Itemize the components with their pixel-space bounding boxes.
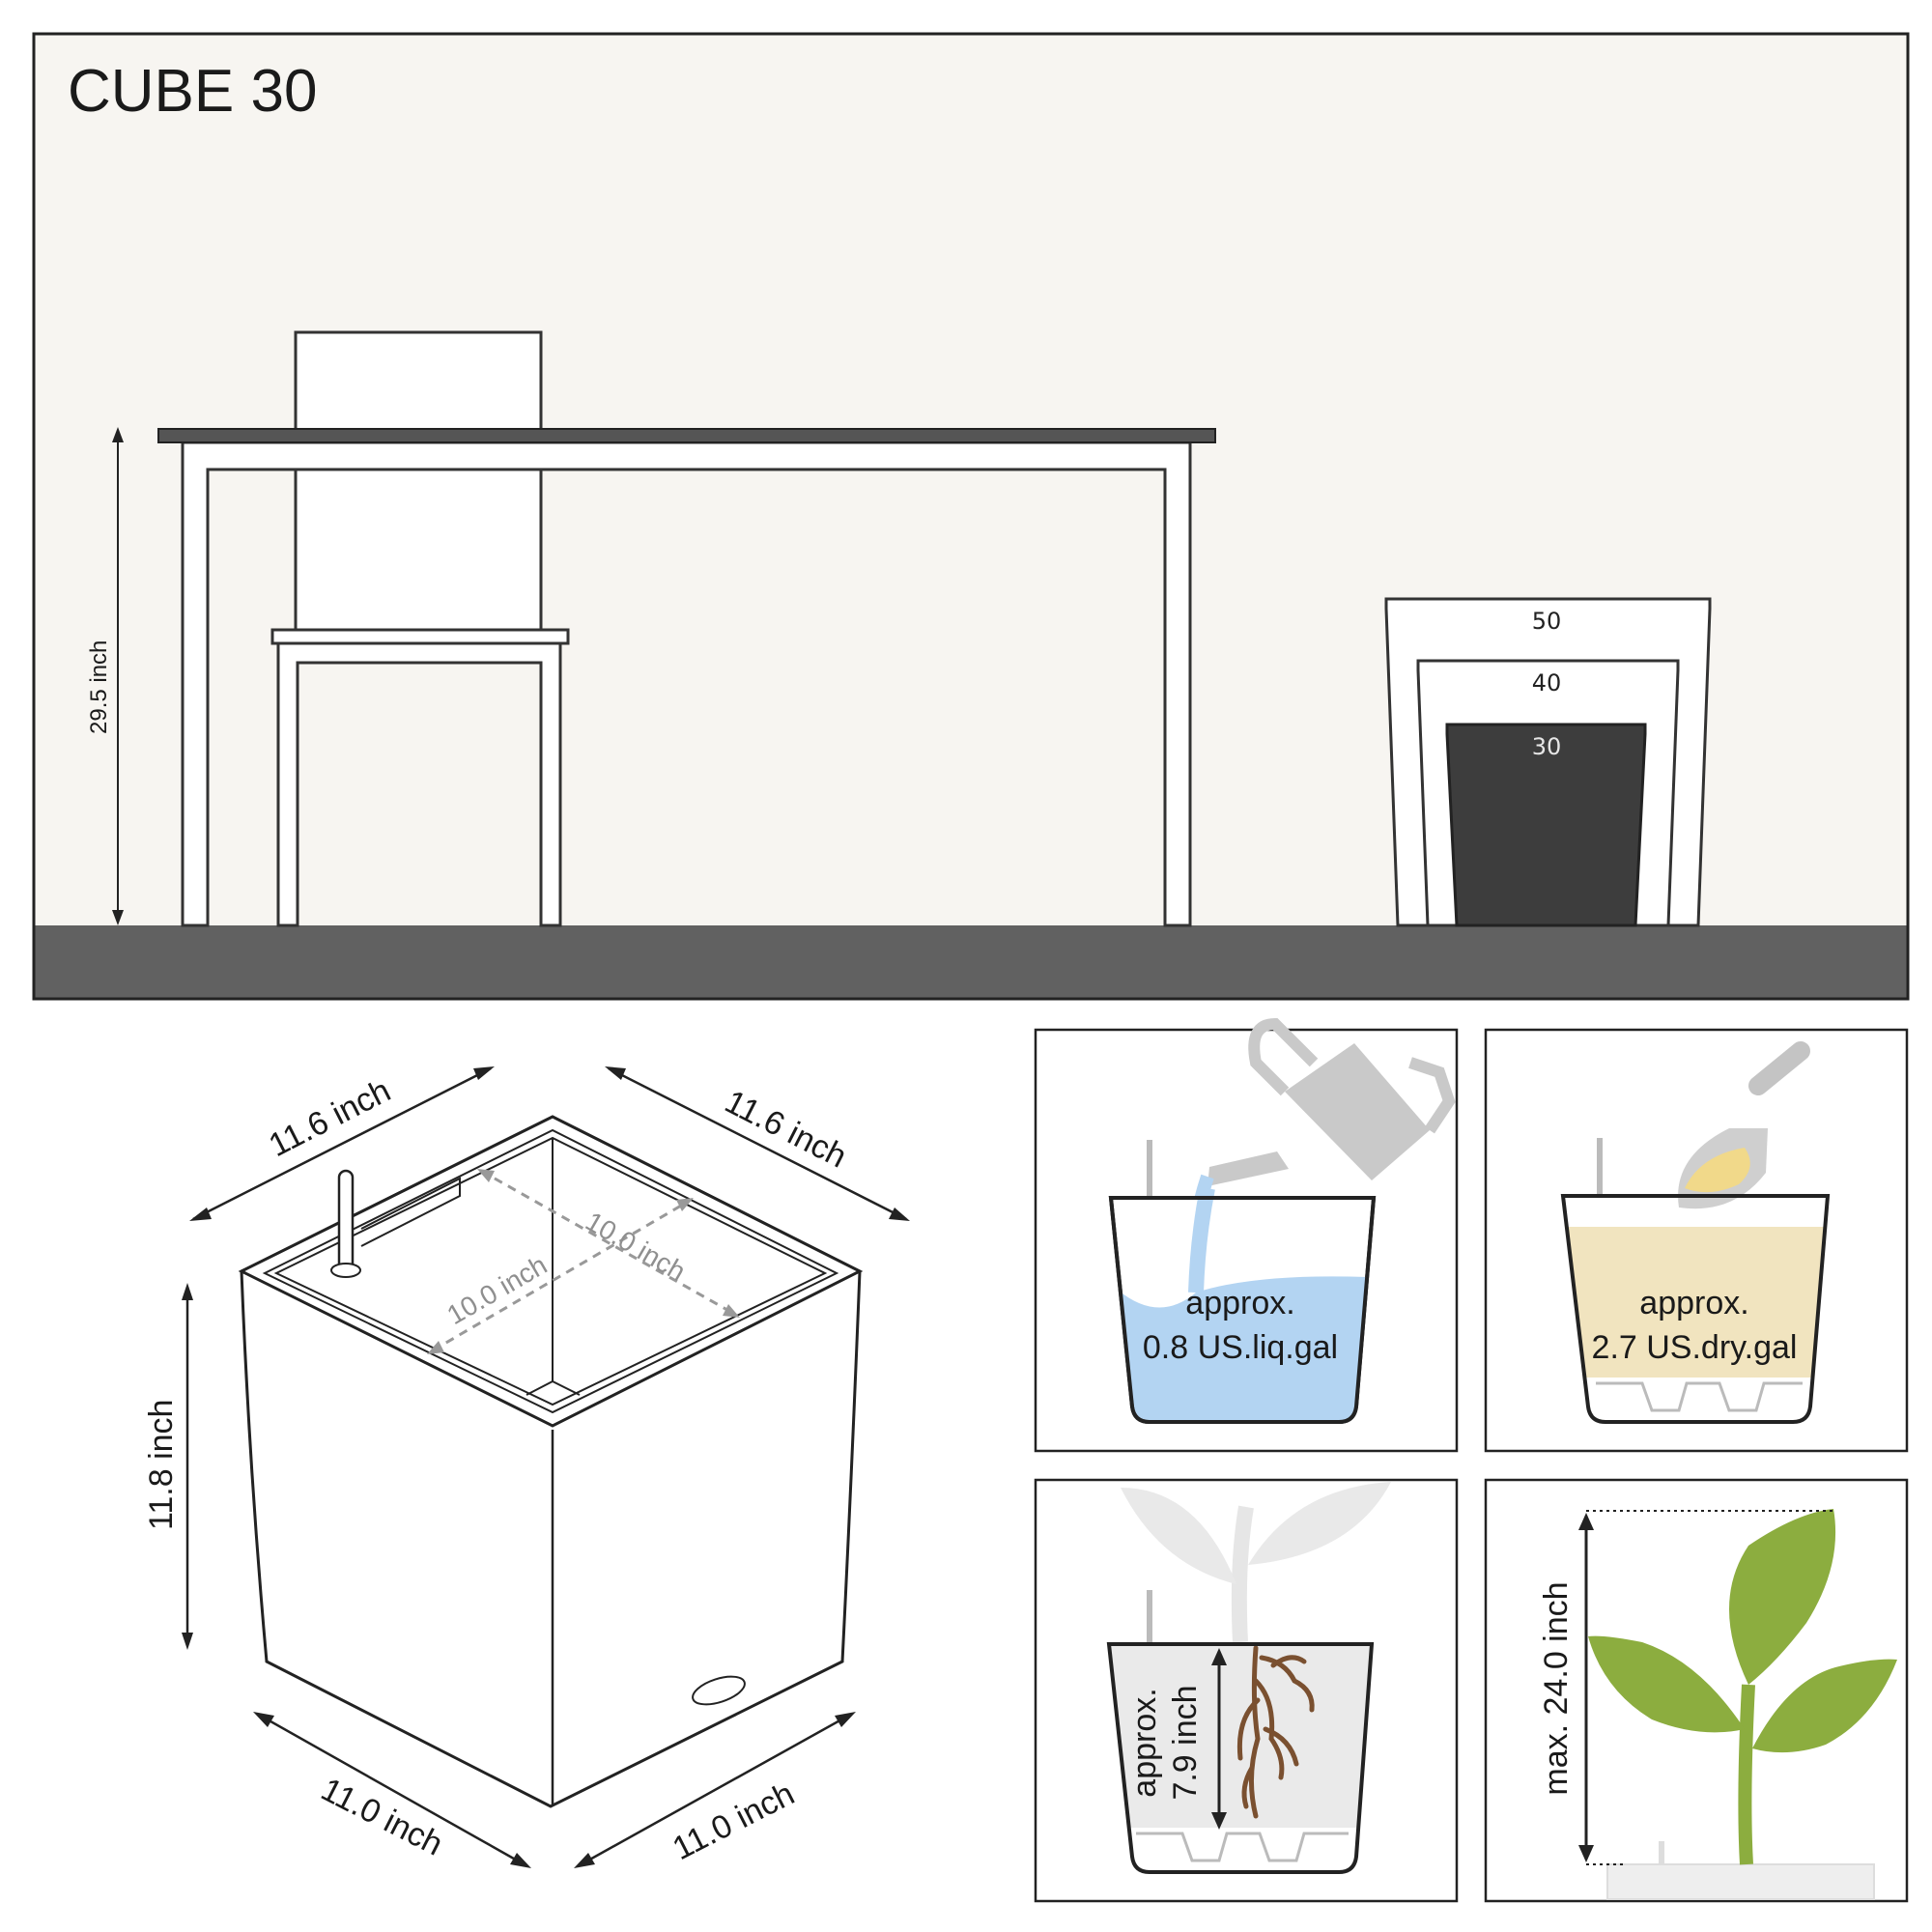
bottom-right-dimension-label: 11.0 inch bbox=[667, 1776, 800, 1867]
inner-dimensions bbox=[432, 1169, 735, 1352]
soil-fill bbox=[1565, 1227, 1826, 1422]
height-dimension-label: 11.8 inch bbox=[143, 1400, 180, 1530]
max-plant-height-label: max. 24.0 inch bbox=[1538, 1581, 1575, 1795]
water-level-indicator bbox=[330, 1169, 461, 1278]
roots-icon bbox=[1236, 1645, 1315, 1819]
root-depth-line1: approx. bbox=[1126, 1688, 1163, 1797]
trowel-icon bbox=[1678, 1041, 1810, 1209]
dimension-arrowheads bbox=[182, 1066, 910, 1868]
root-depth-line2: 7.9 inch bbox=[1167, 1685, 1204, 1800]
plant-height-panel: max. 24.0 inch bbox=[1484, 1478, 1909, 1903]
table-top bbox=[157, 428, 1216, 443]
soil-capacity-line1: approx. bbox=[1639, 1285, 1748, 1321]
plant-icon bbox=[1588, 1509, 1897, 1865]
water-capacity-line2: 0.8 US.liq.gal bbox=[1143, 1329, 1338, 1366]
size-label-40: 40 bbox=[1532, 669, 1562, 696]
dimension-arrows bbox=[185, 1066, 907, 1868]
size-label-50: 50 bbox=[1532, 608, 1562, 635]
root-depth-panel: approx. 7.9 inch bbox=[1034, 1478, 1459, 1903]
table bbox=[157, 428, 1216, 927]
planter-size-30 bbox=[1445, 723, 1647, 927]
scene-border bbox=[32, 32, 1910, 1001]
water-fill bbox=[1119, 1276, 1368, 1420]
size-comparison: 50 40 30 bbox=[1384, 597, 1712, 927]
scene-floor bbox=[35, 925, 1907, 999]
table-height-dimension: 29.5 inch bbox=[86, 427, 124, 925]
soil-capacity-line2: 2.7 US.dry.gal bbox=[1592, 1329, 1798, 1366]
size-label-30: 30 bbox=[1532, 733, 1562, 760]
scene-panel: CUBE 30 29.5 inch 50 40 30 bbox=[32, 32, 1910, 1001]
page-title: CUBE 30 bbox=[68, 58, 317, 125]
product-drawing: 10.0 inch 10.0 inch 11.6 inch 11.6 inch … bbox=[143, 1066, 910, 1868]
cube-rim-inner bbox=[262, 1128, 839, 1414]
top-right-dimension-label: 11.6 inch bbox=[719, 1083, 852, 1175]
chair bbox=[270, 330, 570, 927]
brand-logo-badge bbox=[692, 1675, 746, 1706]
water-capacity-line1: approx. bbox=[1185, 1285, 1294, 1321]
faded-plant-icon bbox=[1121, 1482, 1391, 1643]
soil-capacity-panel: approx. 2.7 US.dry.gal bbox=[1484, 1028, 1909, 1453]
water-capacity-panel: approx. 0.8 US.liq.gal bbox=[1034, 1017, 1459, 1453]
table-height-label: 29.5 inch bbox=[86, 640, 112, 734]
cube-rim-outer bbox=[238, 1115, 864, 1428]
